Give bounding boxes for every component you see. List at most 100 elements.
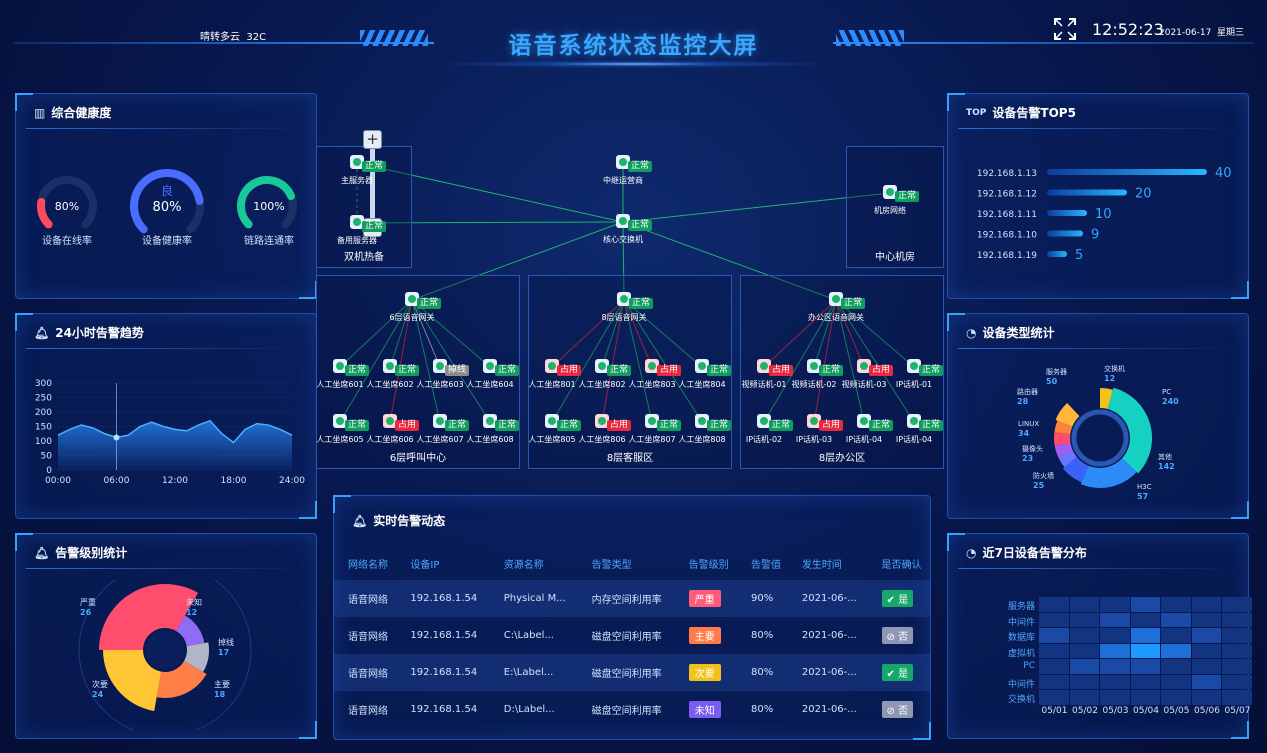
type-slice — [1062, 457, 1089, 483]
device-icon — [383, 359, 397, 373]
topo-link — [622, 192, 891, 223]
device-node[interactable]: 占用人工坐席803 — [617, 359, 687, 390]
topo-link — [623, 299, 653, 368]
device-icon — [405, 292, 419, 306]
device-node[interactable]: 占用人工坐席801 — [517, 359, 587, 390]
device-node[interactable]: 正常人工坐席607 — [405, 414, 475, 445]
cell-ip: 192.168.1.54 — [410, 704, 478, 715]
confirm-button[interactable]: ⊘ 否 — [881, 627, 914, 644]
device-node[interactable]: 正常办公区语音网关 — [801, 292, 871, 323]
clock-time: 12:52:23 — [1092, 20, 1164, 39]
device-name: 人工坐席604 — [466, 380, 514, 389]
heatmap-cell — [1191, 690, 1221, 705]
device-icon — [757, 414, 771, 428]
status-badge: 正常 — [628, 220, 653, 231]
status-badge: 掉线 — [445, 365, 470, 376]
heatmap-cell — [1222, 628, 1252, 643]
fullscreen-icon[interactable] — [1054, 18, 1076, 40]
device-node[interactable]: 正常主服务器 — [322, 155, 392, 186]
page-title: 语音系统状态监控大屏 — [508, 33, 759, 59]
device-node[interactable]: 正常人工坐席805 — [517, 414, 587, 445]
device-node[interactable]: 占用视频话机-01 — [729, 359, 799, 390]
heatmap-cell — [1069, 628, 1099, 643]
health-panel: ▥综合健康度 — [15, 93, 317, 299]
cell-value: 80% — [751, 704, 774, 715]
device-node[interactable]: 正常备用服务器 — [322, 215, 392, 246]
bar-category: 192.168.1.13 — [977, 169, 1037, 179]
device-node[interactable]: 正常视频话机-02 — [779, 359, 849, 390]
device-node[interactable]: 正常机房网络 — [855, 185, 925, 216]
device-node[interactable]: 正常人工坐席604 — [455, 359, 525, 390]
heatmap-cell — [1069, 659, 1099, 674]
cell-level: 未知 — [675, 691, 737, 728]
zoom-slider[interactable] — [370, 134, 375, 228]
trend-panel: 🔔︎24小时告警趋势 — [15, 313, 317, 519]
status-badge: 正常 — [395, 365, 420, 376]
device-node[interactable]: 占用视频话机-03 — [829, 359, 899, 390]
cell-res: C:\Label... — [503, 630, 554, 641]
heatmap-cell — [1161, 690, 1191, 705]
device-name: IP话机-01 — [895, 380, 933, 389]
cell-confirm: ⊘ 否 — [868, 617, 930, 654]
y-tick-label: 250 — [35, 394, 52, 404]
device-node[interactable]: 正常人工坐席608 — [455, 414, 525, 445]
confirm-button[interactable]: ⊘ 否 — [881, 701, 914, 718]
cell-time: 2021-06-... — [801, 630, 857, 641]
level-slice — [176, 615, 205, 647]
status-badge: 正常 — [707, 420, 732, 431]
device-name: 6层语音网关 — [389, 313, 435, 322]
cell-ip: 192.168.1.54 — [396, 654, 490, 691]
cell-net: 语音网络 — [334, 580, 397, 617]
topo-link — [835, 299, 915, 368]
device-node[interactable]: 占用人工坐席606 — [355, 414, 425, 445]
cell-ip: 192.168.1.54 — [410, 630, 478, 641]
bar-value: 5 — [1075, 248, 1083, 263]
device-node[interactable]: 占用人工坐席806 — [567, 414, 637, 445]
zoom-in-button[interactable]: + — [363, 130, 382, 149]
heatmap-row-label: 交换机 — [1007, 695, 1035, 705]
confirm-button[interactable]: ✔ 是 — [881, 664, 914, 681]
device-name: 人工坐席805 — [528, 435, 576, 444]
status-badge: 正常 — [362, 221, 387, 232]
gauge-arc — [237, 176, 296, 229]
top5-bar — [1047, 169, 1207, 175]
topo-link — [411, 221, 624, 301]
device-node[interactable]: 正常人工坐席807 — [617, 414, 687, 445]
device-node[interactable]: 正常中继运营商 — [588, 155, 658, 186]
y-tick-label: 200 — [35, 408, 52, 418]
top5-bar — [1047, 210, 1087, 216]
device-node[interactable]: 正常人工坐席601 — [305, 359, 375, 390]
heatmap-cell — [1222, 674, 1252, 689]
device-node[interactable]: 正常人工坐席808 — [667, 414, 737, 445]
column-header: 发生时间 — [801, 560, 842, 571]
device-node[interactable]: 正常核心交换机 — [588, 214, 658, 245]
topo-link — [835, 299, 865, 368]
heatmap-col-label: 05/06 — [1194, 706, 1220, 716]
type-slice — [1107, 387, 1152, 474]
group-center-room: 中心机房 — [846, 146, 944, 268]
device-node[interactable]: 掉线人工坐席603 — [405, 359, 475, 390]
bell-icon: 🔔︎ — [34, 325, 50, 340]
device-node[interactable]: 正常人工坐席802 — [567, 359, 637, 390]
device-node[interactable]: 正常人工坐席605 — [305, 414, 375, 445]
header-right-stripes — [836, 30, 904, 46]
status-badge: 占用 — [869, 365, 894, 376]
confirm-button[interactable]: ✔ 是 — [881, 590, 914, 607]
device-node[interactable]: 正常人工坐席804 — [667, 359, 737, 390]
ban-icon: ⊘ — [886, 632, 899, 643]
device-node[interactable]: 正常人工坐席602 — [355, 359, 425, 390]
